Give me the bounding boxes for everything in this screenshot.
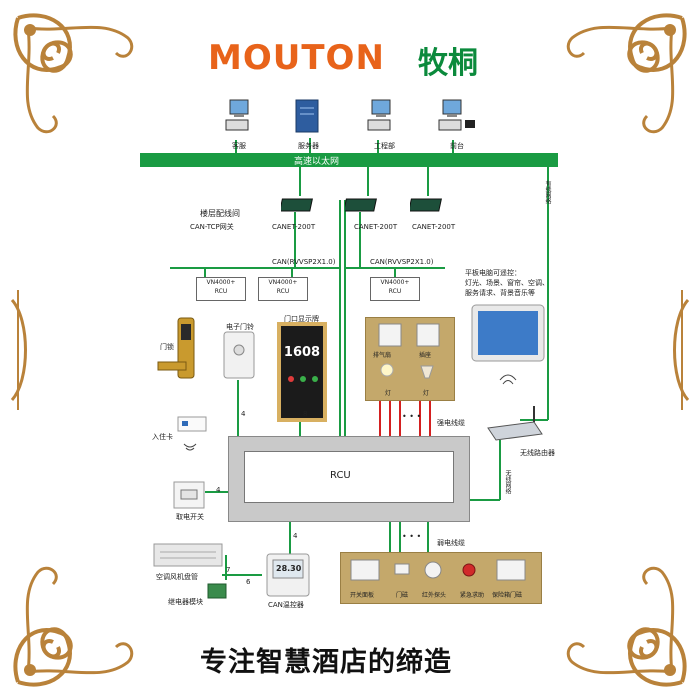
socket-label: 插座 [419,350,431,359]
rcu-module-line2: RCU [259,287,307,296]
ethernet-label: 高速以太网 [294,154,339,167]
fan-switch-label: 排气扇 [373,350,391,359]
door-magnet-label: 门磁 [396,590,408,599]
card-label: 入住卡 [152,432,173,442]
thermostat-reading: 28.30 [276,564,301,573]
rcu-module-line1: VN4000+ [197,278,245,287]
computer-label-kefu: 客服 [232,141,246,151]
weak-dots: • • • [402,532,421,541]
rcu-module: VN4000+ RCU [196,277,246,301]
ornament-right-mid [675,290,689,410]
rcu-module: VN4000+ RCU [370,277,420,301]
gateway-type-label: CAN-TCP网关 [190,222,234,232]
gateway-label: CANET-200T [412,223,455,231]
gateway-label: CANET-200T [272,223,315,231]
relay-icon [206,582,228,600]
ornament-bottom-right [568,568,684,684]
wire-count-label: 6 [246,578,250,586]
switch-panel-label: 开关面板 [350,590,374,599]
light1-label: 灯 [385,388,391,397]
door-lock-label: 门锁 [160,342,174,352]
light2-label: 灯 [423,388,429,397]
ethernet-bar [140,153,558,167]
fan-coil-icon [152,540,224,570]
thermostat-icon [265,552,311,598]
gateway-icon [345,196,379,214]
thermostat-label: CAN温控器 [268,600,304,610]
rcu-module-line1: VN4000+ [259,278,307,287]
wireless-wave-icon [496,368,520,392]
rcu-module-line1: VN4000+ [371,278,419,287]
power-switch-icon [172,480,206,510]
ornament-bottom-left [15,568,131,684]
can-label: CAN(RVVSP2X1.0) [272,258,335,266]
tablet-caption: 平板电脑可遥控： 灯光、场景、窗帘、空调、 服务请求、背景音乐等 [465,268,549,298]
slogan: 专注智慧酒店的缔造 [200,640,452,679]
wired-network-label: 有线网络 [543,180,552,204]
wireless-wave-icon [180,440,200,454]
brand-logo-en: MOUTON [208,38,385,78]
computer-label-server: 服务器 [298,141,319,151]
rcu-label: RCU [330,470,351,481]
doorbell-label: 电子门铃 [226,322,254,332]
ornament-top-right [568,15,684,131]
strong-electric-devices [373,322,445,396]
ornament-top-left [15,15,131,131]
card-icon [176,415,208,433]
computer-icon [366,98,396,136]
can-label: CAN(RVVSP2X1.0) [370,258,433,266]
floor-room-label: 楼层配线间 [200,208,240,219]
doorbell-icon [222,330,256,380]
server-icon [294,98,320,134]
wire-count-label: 4 [293,532,297,540]
wire-count-label: 4 [241,410,245,418]
weak-electric-devices [345,556,535,586]
wireless-network-label: 无线网络 [503,470,512,494]
weak-wire-label: 弱电线缆 [437,538,465,548]
gateway-icon [410,196,444,214]
power-switch-label: 取电开关 [176,512,204,522]
brand-logo-cn: 牧桐 [418,38,478,82]
rcu-module: VN4000+ RCU [258,277,308,301]
strong-dots: • • • [402,412,421,421]
fan-coil-label: 空调风机盘管 [156,572,198,582]
safe-door-label: 保险箱门磁 [492,590,522,599]
infrared-probe-label: 红外探头 [422,590,446,599]
rcu-module-line2: RCU [197,287,245,296]
computer-label-frontdesk: 前台 [450,141,464,151]
wireless-router-icon [484,404,546,444]
rcu-module-line2: RCU [371,287,419,296]
ornament-left-mid [12,290,26,410]
tablet-icon [470,303,546,363]
computer-icon [437,98,477,136]
router-label: 无线路由器 [520,448,555,458]
strong-wire-label: 强电线缆 [437,418,465,428]
computer-icon [224,98,254,136]
wire-count-label: 7 [226,566,230,574]
wire-count-label: 4 [216,486,220,494]
emergency-label: 紧急求助 [460,590,484,599]
door-display-number: 1608 [279,345,325,360]
gateway-label: CANET-200T [354,223,397,231]
relay-label: 继电器模块 [168,597,203,607]
computer-label-engineering: 工程部 [374,141,395,151]
door-display-icons [283,372,323,386]
gateway-icon [281,196,315,214]
wire-count-label: 8 [303,410,307,418]
